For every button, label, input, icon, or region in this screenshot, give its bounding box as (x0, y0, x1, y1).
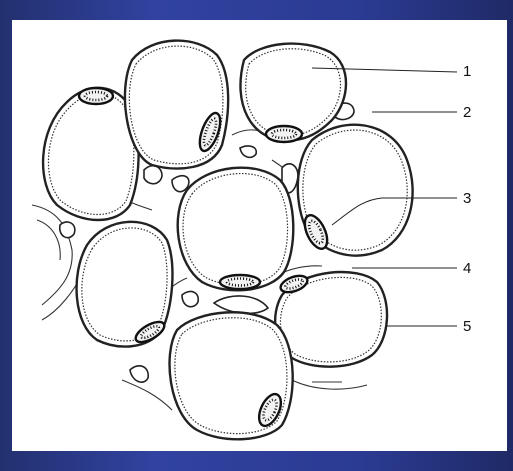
alveolus-top-center-left (125, 41, 228, 169)
alveolus-left (77, 222, 173, 347)
alveoli-diagram (12, 20, 507, 451)
alveolus-center (178, 168, 294, 291)
label-5: 5 (463, 319, 471, 334)
alveolus-bottom (170, 312, 293, 439)
diagram-canvas: 1 2 3 4 5 (12, 20, 507, 451)
alveolus-right (298, 125, 413, 256)
label-3: 3 (463, 191, 471, 206)
label-1: 1 (463, 64, 471, 79)
alveolus-top-right (240, 44, 346, 142)
alveolus-lower-right (275, 272, 387, 367)
label-2: 2 (463, 105, 471, 120)
label-4: 4 (463, 261, 471, 276)
